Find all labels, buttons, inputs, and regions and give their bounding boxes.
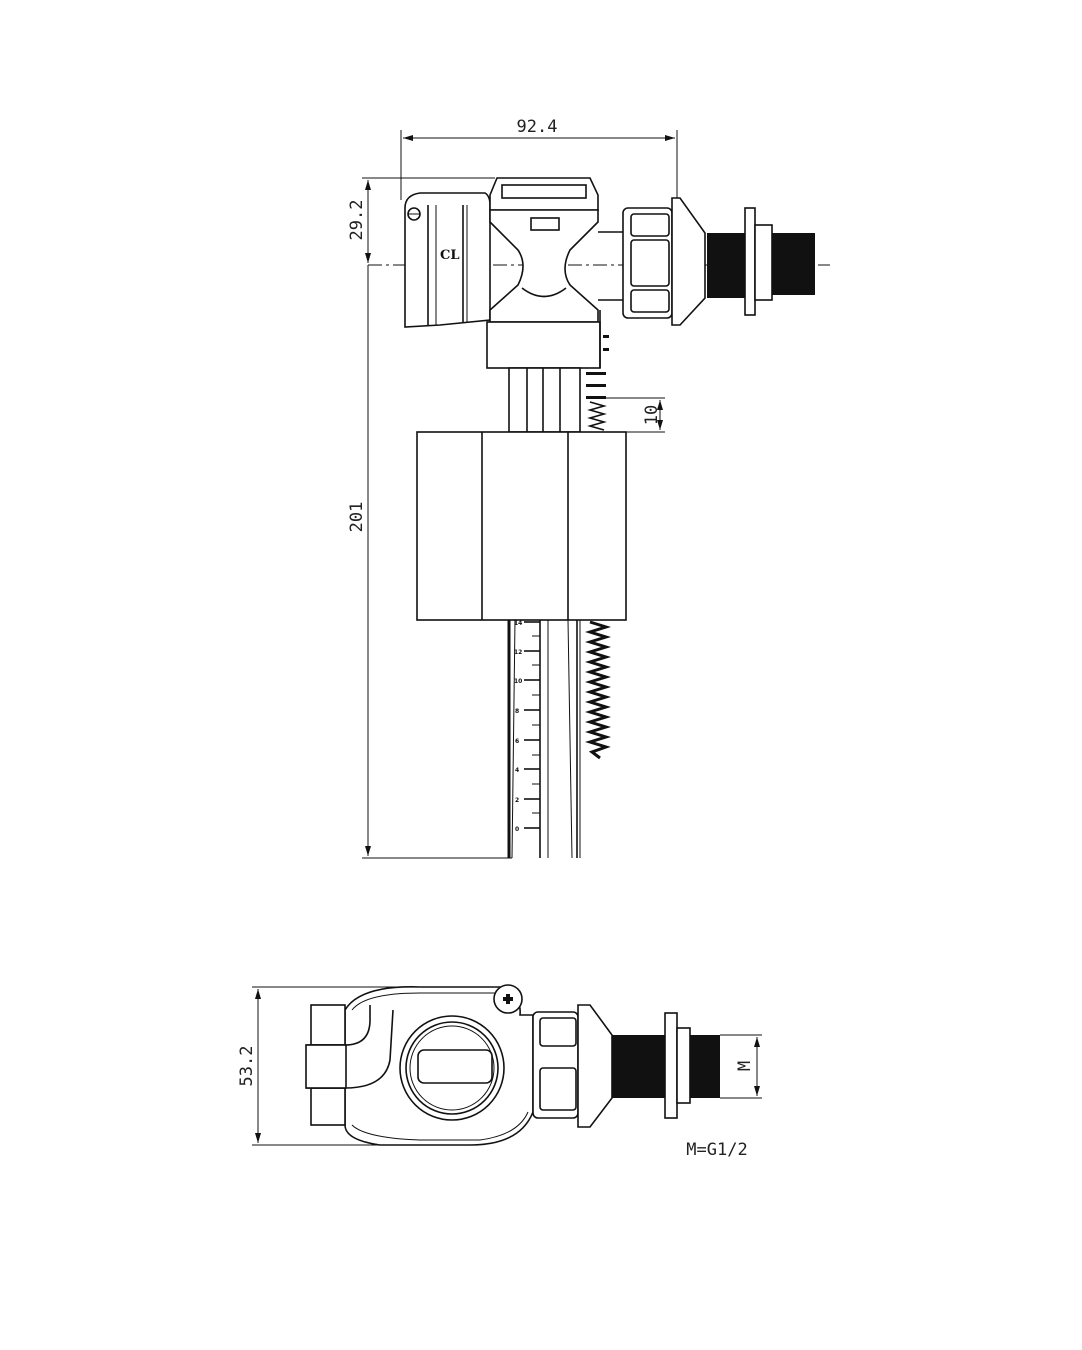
dimension-width-label: 92.4 <box>517 117 558 137</box>
top-view: 53.2 <box>237 984 762 1160</box>
upper-stem <box>508 310 609 433</box>
front-view: 92.4 29.2 201 CL <box>347 117 830 859</box>
dimension-center-height-label: 29.2 <box>347 200 367 241</box>
lower-stem: 0 2 4 6 8 10 12 14 <box>507 619 612 859</box>
scale-mark: 14 <box>514 620 522 627</box>
float <box>416 431 627 621</box>
cl-label: CL <box>440 248 460 263</box>
dimension-height: 53.2 <box>237 986 400 1146</box>
valve-body-top <box>305 984 534 1146</box>
scale-mark: 2 <box>515 797 519 804</box>
dimension-width: 92.4 <box>400 117 678 200</box>
valve-body <box>486 177 623 369</box>
spring <box>584 620 612 760</box>
scale-mark: 6 <box>515 738 519 745</box>
dimension-thread-label: M <box>735 1061 755 1071</box>
water-level-scale: 0 2 4 6 8 10 12 14 <box>514 620 540 833</box>
dimension-spring-offset-label: 10 <box>642 405 662 425</box>
inlet-connector <box>622 197 815 326</box>
dimension-height-label: 53.2 <box>237 1046 257 1087</box>
dimension-thread: M <box>720 1034 762 1099</box>
dimension-total-height-label: 201 <box>347 502 367 533</box>
valve-cap: CL <box>404 192 491 328</box>
scale-mark: 0 <box>515 826 519 833</box>
scale-mark: 10 <box>514 678 522 685</box>
dimension-heights: 29.2 201 <box>347 177 512 859</box>
scale-mark: 8 <box>515 708 519 715</box>
scale-mark: 4 <box>515 767 519 774</box>
scale-mark: 12 <box>514 649 522 656</box>
dimension-spring-offset: 10 <box>605 397 665 433</box>
inlet-connector-top <box>532 1004 720 1128</box>
thread-note: M=G1/2 <box>686 1140 747 1160</box>
